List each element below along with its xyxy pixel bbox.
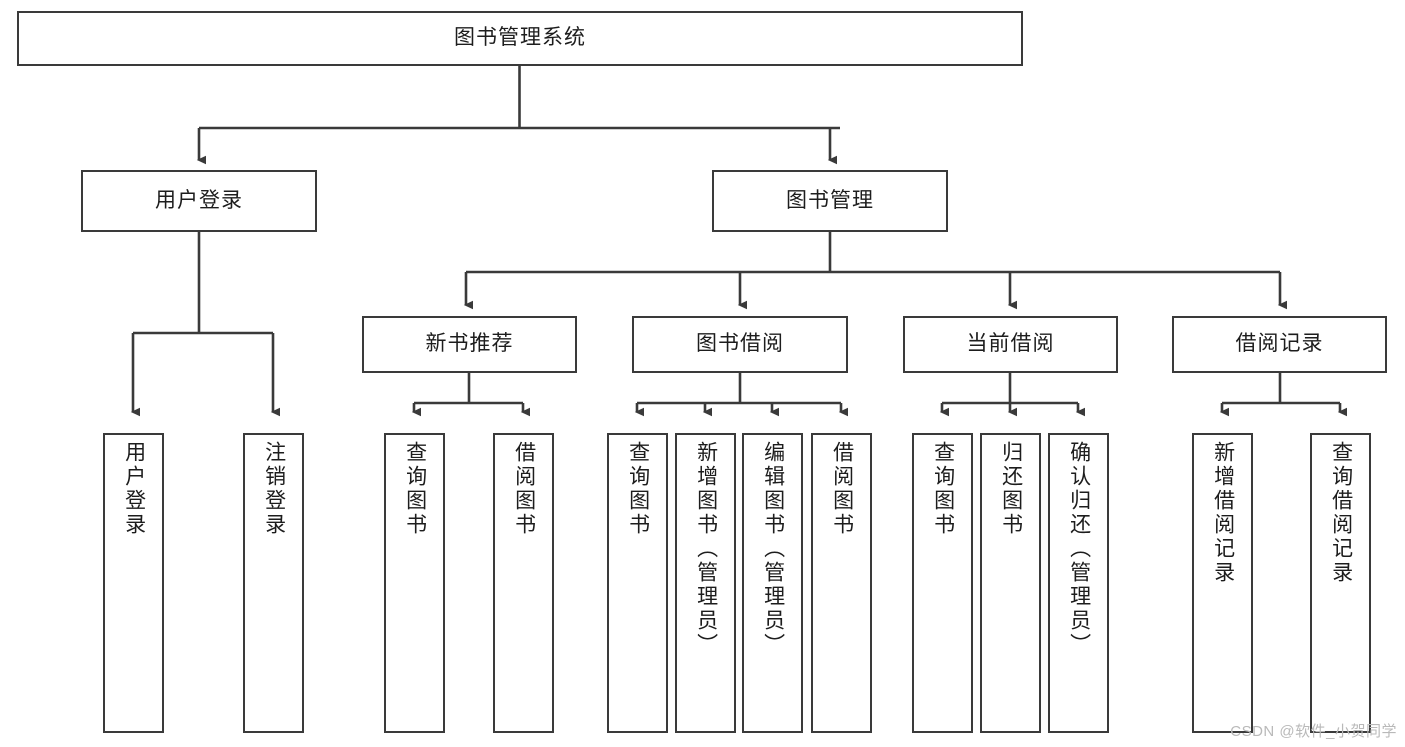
leaf-current-borrow-confirm[interactable]: 确认归还（管理员） xyxy=(1048,433,1109,733)
leaf-label-new-book-query: 查询图书 xyxy=(403,441,427,537)
node-root-system[interactable]: 图书管理系统 xyxy=(17,11,1023,66)
node-book-borrow[interactable]: 图书借阅 xyxy=(632,316,848,373)
leaf-borrow-record-add[interactable]: 新增借阅记录 xyxy=(1192,433,1253,733)
leaf-book-borrow-borrow[interactable]: 借阅图书 xyxy=(811,433,872,733)
leaf-label-current-borrow-confirm: 确认归还（管理员） xyxy=(1067,441,1091,657)
leaf-new-book-query[interactable]: 查询图书 xyxy=(384,433,445,733)
leaf-book-borrow-query[interactable]: 查询图书 xyxy=(607,433,668,733)
leaf-label-book-borrow-edit: 编辑图书（管理员） xyxy=(761,441,785,657)
leaf-label-borrow-record-add: 新增借阅记录 xyxy=(1211,441,1235,585)
leaf-current-borrow-query[interactable]: 查询图书 xyxy=(912,433,973,733)
leaf-user-login-logout[interactable]: 注销登录 xyxy=(243,433,304,733)
leaf-label-book-borrow-add: 新增图书（管理员） xyxy=(694,441,718,657)
node-label-root: 图书管理系统 xyxy=(454,26,586,50)
node-book-management[interactable]: 图书管理 xyxy=(712,170,948,232)
leaf-borrow-record-query[interactable]: 查询借阅记录 xyxy=(1310,433,1371,733)
leaf-label-borrow-record-query: 查询借阅记录 xyxy=(1329,441,1353,585)
node-label-current-borrow: 当前借阅 xyxy=(966,332,1055,356)
leaf-label-user-login-login: 用户登录 xyxy=(122,441,146,537)
leaf-book-borrow-edit[interactable]: 编辑图书（管理员） xyxy=(742,433,803,733)
node-label-borrow-record: 借阅记录 xyxy=(1235,332,1324,356)
node-label-new-book-recommend: 新书推荐 xyxy=(425,332,514,356)
leaf-new-book-borrow[interactable]: 借阅图书 xyxy=(493,433,554,733)
node-label-book-management: 图书管理 xyxy=(786,188,874,212)
leaf-label-book-borrow-query: 查询图书 xyxy=(626,441,650,537)
leaf-label-current-borrow-query: 查询图书 xyxy=(931,441,955,537)
node-label-user-login: 用户登录 xyxy=(155,188,243,212)
node-current-borrow[interactable]: 当前借阅 xyxy=(903,316,1118,373)
leaf-label-new-book-borrow: 借阅图书 xyxy=(512,441,536,537)
leaf-label-book-borrow-borrow: 借阅图书 xyxy=(830,441,854,537)
node-new-book-recommend[interactable]: 新书推荐 xyxy=(362,316,577,373)
node-label-book-borrow: 图书借阅 xyxy=(696,332,784,356)
leaf-label-user-login-logout: 注销登录 xyxy=(262,441,286,537)
leaf-book-borrow-add[interactable]: 新增图书（管理员） xyxy=(675,433,736,733)
node-borrow-record[interactable]: 借阅记录 xyxy=(1172,316,1387,373)
leaf-current-borrow-return[interactable]: 归还图书 xyxy=(980,433,1041,733)
leaf-label-current-borrow-return: 归还图书 xyxy=(999,441,1023,537)
leaf-user-login-login[interactable]: 用户登录 xyxy=(103,433,164,733)
node-user-login[interactable]: 用户登录 xyxy=(81,170,317,232)
